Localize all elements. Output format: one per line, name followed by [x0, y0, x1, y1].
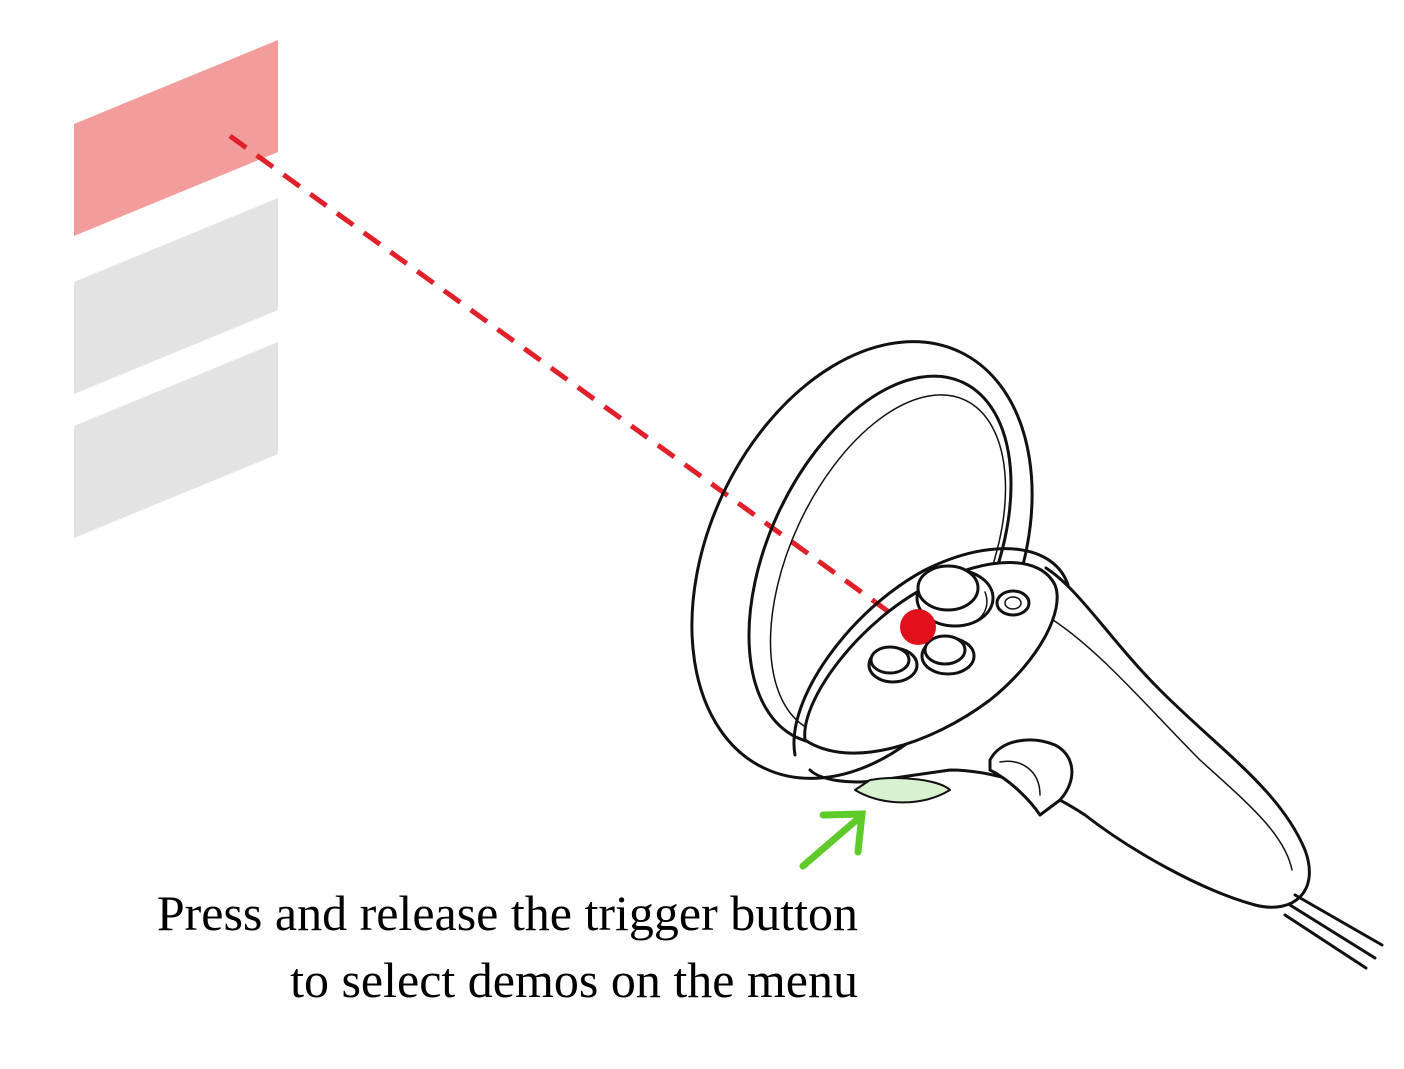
menu-item-3[interactable] [74, 342, 278, 538]
instruction-line-1: Press and release the trigger button [156, 885, 858, 941]
pointer-ray [228, 133, 902, 623]
instruction-line-2: to select demos on the menu [290, 952, 858, 1008]
instruction-caption: Press and release the trigger button to … [38, 880, 858, 1014]
demo-menu [74, 40, 278, 538]
vr-controller-icon [690, 340, 1384, 970]
pointer-dot [900, 609, 936, 645]
arrow-up-right-icon [799, 810, 866, 870]
menu-item-selected[interactable] [74, 40, 278, 236]
menu-item-2[interactable] [74, 198, 278, 394]
